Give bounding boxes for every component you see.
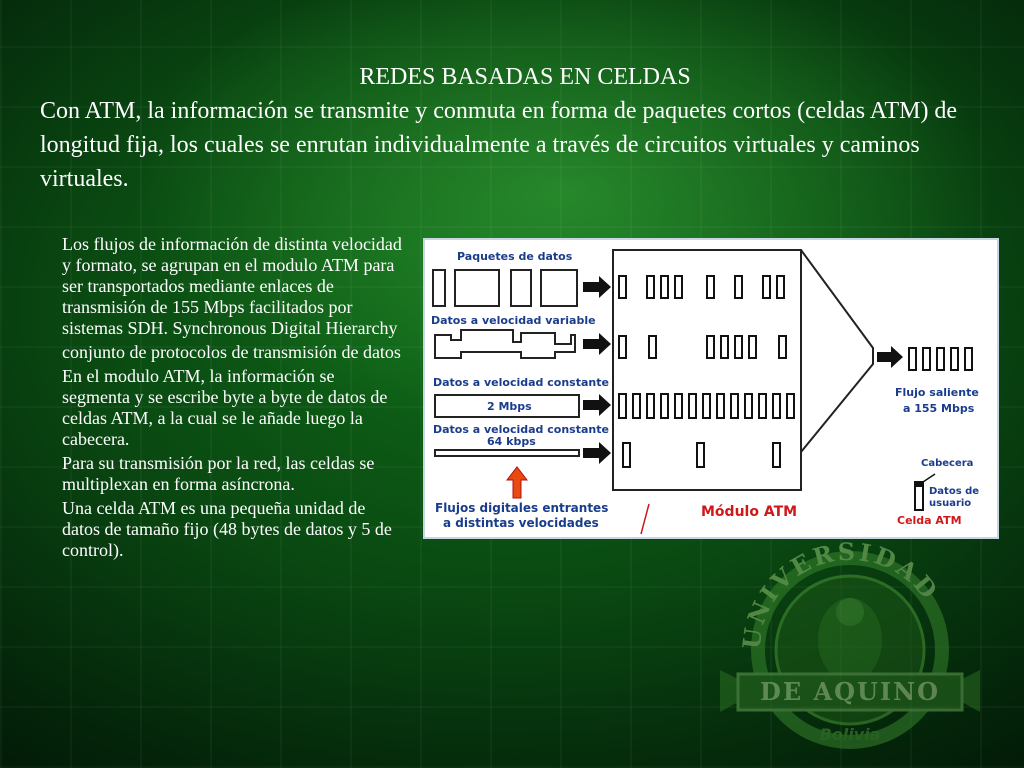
cells-row-3 — [618, 393, 795, 419]
label-constant-2: Datos a velocidad constante — [433, 423, 609, 436]
cells-row-1 — [618, 275, 785, 299]
label-header: Cabecera — [921, 458, 973, 469]
variable-rate-waveform — [434, 329, 576, 359]
logo-banner-text: DE AQUINO — [760, 677, 940, 706]
label-2mbps: 2 Mbps — [487, 400, 532, 413]
low-rate-bar — [434, 449, 580, 457]
label-packets: Paquetes de datos — [457, 250, 573, 263]
red-pointer-line — [640, 503, 650, 535]
label-out-2: a 155 Mbps — [903, 402, 975, 415]
slide-title: REDES BASADAS EN CELDAS Con ATM, la info… — [40, 60, 1010, 196]
bullet-item: Los flujos de información de distinta ve… — [62, 234, 402, 338]
label-user-2: usuario — [929, 498, 971, 509]
up-arrow-icon — [505, 466, 529, 499]
header-pointer — [922, 473, 936, 483]
label-constant: Datos a velocidad constante — [433, 376, 609, 389]
atm-module-box — [612, 249, 802, 491]
bullet-item: Una celda ATM es una pequeña unidad de d… — [62, 498, 392, 560]
label-cell: Celda ATM — [897, 514, 962, 527]
label-inflows-1: Flujos digitales entrantes — [435, 501, 608, 515]
label-user-1: Datos de — [929, 486, 979, 497]
label-module: Módulo ATM — [701, 504, 797, 520]
output-arrow — [877, 346, 903, 368]
packet-boxes — [432, 269, 578, 307]
cells-row-2 — [618, 335, 787, 359]
university-logo: UNIVERSIDAD DE AQUINO Bolivia — [720, 530, 980, 760]
logo-bottom-text: Bolivia — [820, 725, 881, 744]
slide-heading: REDES BASADAS EN CELDAS — [359, 64, 691, 90]
bullet-item: Para su transmisión por la red, las celd… — [62, 453, 375, 494]
bullet-list: Los flujos de información de distinta ve… — [62, 234, 402, 564]
slide-intro: Con ATM, la información se transmite y c… — [40, 98, 958, 192]
atm-diagram: Paquetes de datos Datos a velocidad vari… — [423, 238, 999, 539]
cells-row-4 — [622, 442, 781, 468]
bullet-item: conjunto de protocolos de transmisión de… — [62, 342, 401, 362]
bullet-item: En el modulo ATM, la información se segm… — [62, 366, 388, 449]
label-out-1: Flujo saliente — [895, 386, 979, 399]
cell-header-mark — [915, 482, 923, 487]
multiplexer-funnel — [800, 249, 874, 453]
label-variable: Datos a velocidad variable — [431, 314, 596, 327]
label-64kbps: 64 kbps — [487, 435, 536, 448]
input-arrows — [583, 276, 611, 464]
output-cells — [908, 347, 973, 371]
constant-rate-bar — [434, 394, 580, 418]
label-inflows-2: a distintas velocidades — [443, 516, 599, 530]
